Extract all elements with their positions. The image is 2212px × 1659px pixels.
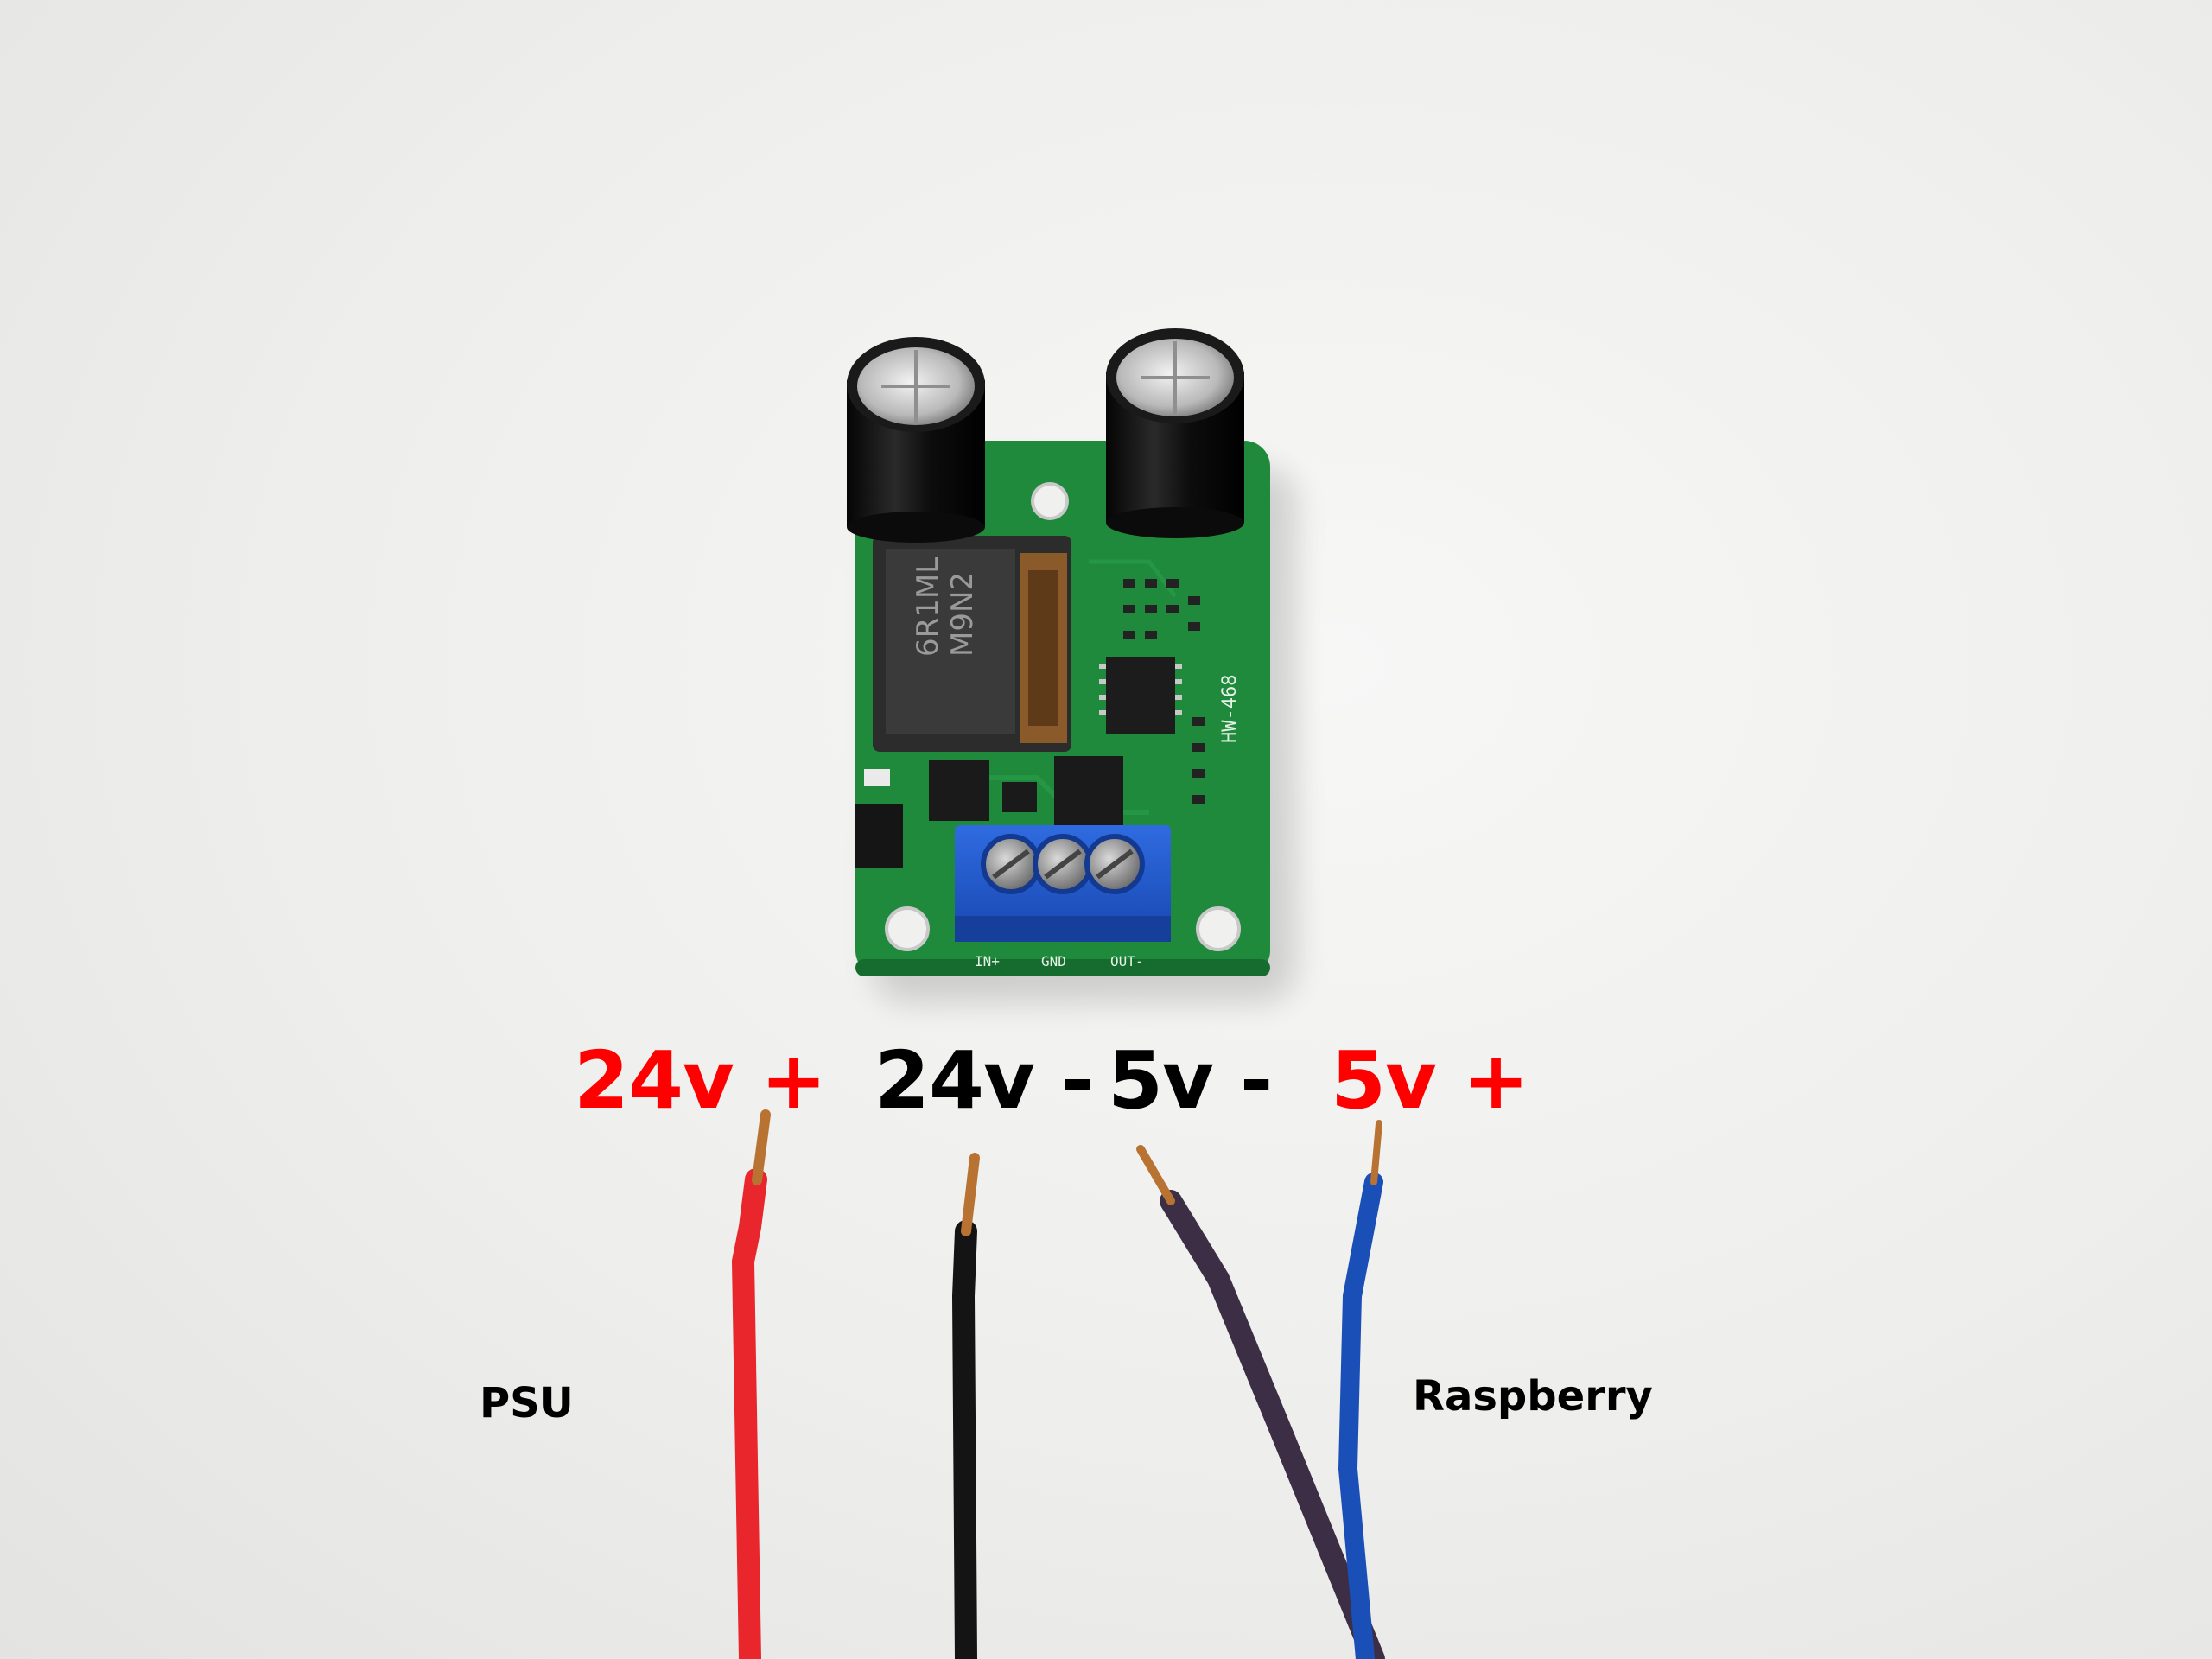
terminal-in-silkscreen: IN+ — [975, 953, 1000, 969]
capacitor-right — [1106, 328, 1244, 538]
wire-blue — [1338, 1120, 1383, 1659]
wire-label-5v-negative: 5v - — [1108, 1034, 1273, 1127]
wire-label-24v-negative: 24v - — [874, 1034, 1094, 1127]
inductor: 6R1ML M9N2 — [873, 536, 1071, 752]
wire-label-5v-positive: 5v + — [1331, 1034, 1529, 1127]
wire-label-24v-positive: 24v + — [574, 1034, 827, 1127]
terminal-block — [955, 825, 1171, 942]
wire-purple — [1136, 1145, 1385, 1659]
raspberry-label: Raspberry — [1413, 1372, 1653, 1421]
inductor-code: M9N2 — [945, 572, 980, 657]
terminal-gnd-silkscreen: GND — [1041, 953, 1066, 969]
model-silkscreen: HW-468 — [1219, 675, 1241, 743]
capacitor-left — [847, 337, 985, 543]
psu-label: PSU — [480, 1379, 574, 1427]
terminal-out-silkscreen: OUT- — [1110, 953, 1144, 969]
wire-black — [951, 1153, 980, 1659]
wire-red — [731, 1109, 771, 1659]
inductor-marking: 6R1ML — [911, 557, 945, 657]
